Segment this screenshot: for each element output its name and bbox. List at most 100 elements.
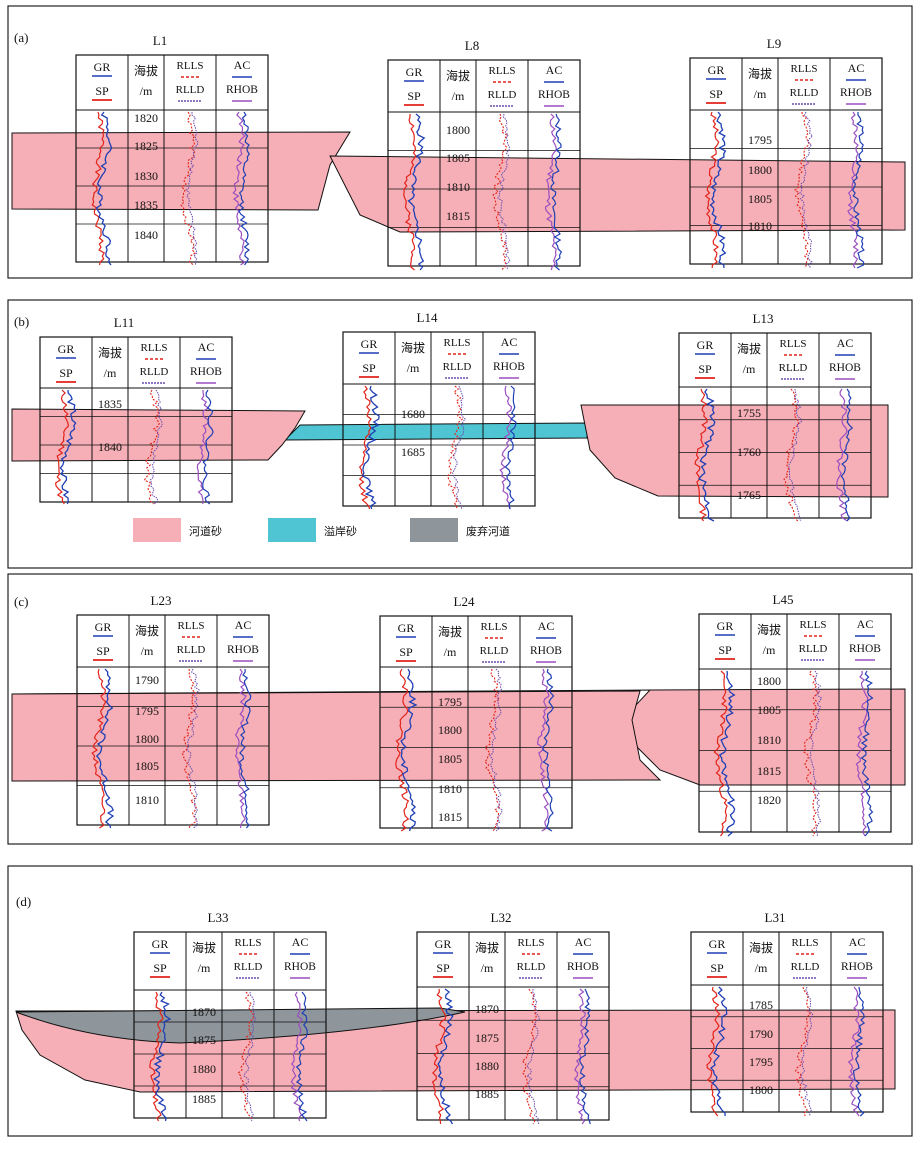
rlls-curve xyxy=(795,986,811,1117)
header-depth-unit: /m xyxy=(755,961,768,975)
gr-curve xyxy=(697,388,716,522)
sp-curve xyxy=(431,988,447,1125)
rlld-curve xyxy=(800,986,814,1117)
ac-curve xyxy=(542,668,555,832)
well-frame xyxy=(342,331,536,507)
ac-curve xyxy=(860,670,874,837)
well-L31: L31GRSP海拔/mRLLSRLLDACRHOB178517901795180… xyxy=(690,910,884,1117)
depth-label: 1820 xyxy=(134,111,158,125)
header-ac: AC xyxy=(234,58,251,72)
header-ac: AC xyxy=(546,63,563,77)
header-gr: GR xyxy=(398,621,415,635)
depth-label: 1835 xyxy=(98,397,122,411)
header-depth: 海拔 xyxy=(757,622,781,637)
sp-curve xyxy=(91,111,106,266)
well-L45: L45GRSP海拔/mRLLSRLLDACRHOB180018051810181… xyxy=(698,592,892,837)
rhob-curve xyxy=(234,668,247,829)
depth-label: 1805 xyxy=(438,752,462,766)
sp-curve xyxy=(713,670,728,837)
depth-label: 1805 xyxy=(135,759,159,773)
header-rlld: RLLD xyxy=(779,362,808,374)
rlld-curve xyxy=(799,111,814,269)
depth-label: 1800 xyxy=(446,123,470,137)
depth-label: 1885 xyxy=(475,1087,499,1101)
gr-curve xyxy=(152,991,172,1122)
header-depth: 海拔 xyxy=(748,66,772,81)
header-gr: GR xyxy=(697,338,714,352)
header-depth: 海拔 xyxy=(401,340,425,355)
rlls-curve xyxy=(794,111,810,269)
depth-label: 1755 xyxy=(737,406,761,420)
depth-label: 1815 xyxy=(757,764,781,778)
header-rlld: RLLD xyxy=(790,87,819,99)
well-frame xyxy=(76,614,270,826)
rlld-curve xyxy=(243,991,257,1122)
panel-frame xyxy=(7,865,913,1137)
depth-label: 1800 xyxy=(757,674,781,688)
header-gr: GR xyxy=(58,342,75,356)
rlls-curve xyxy=(783,388,800,522)
depth-label: 1875 xyxy=(475,1031,499,1045)
well-name: L1 xyxy=(153,33,167,48)
depth-label: 1880 xyxy=(192,1062,216,1076)
header-rlls: RLLS xyxy=(780,338,807,350)
well-name: L13 xyxy=(753,311,774,326)
rlls-curve xyxy=(180,111,196,266)
header-rlls: RLLS xyxy=(235,937,262,949)
header-rhob: RHOB xyxy=(829,362,861,374)
panel-label: (b) xyxy=(14,314,29,329)
header-sp: SP xyxy=(710,961,724,975)
well-name: L8 xyxy=(465,38,479,53)
well-frame xyxy=(690,931,884,1113)
ac-curve xyxy=(202,389,214,505)
rhob-curve xyxy=(544,113,558,271)
sp-curve xyxy=(694,388,708,522)
gr-curve xyxy=(361,385,380,510)
well-L23: L23GRSP海拔/mRLLSRLLDACRHOB179017951800180… xyxy=(76,593,270,829)
rhob-curve xyxy=(196,389,210,505)
header-sp: SP xyxy=(96,644,110,658)
legend-levee-sand-label: 溢岸砂 xyxy=(324,524,357,538)
sp-curve xyxy=(358,385,372,510)
panel-c: (c)L23GRSP海拔/mRLLSRLLDACRHOB179017951800… xyxy=(7,573,913,845)
depth-label: 1880 xyxy=(475,1059,499,1073)
header-rlld: RLLD xyxy=(488,89,517,101)
header-depth-unit: /m xyxy=(452,89,465,103)
channel-sand-body xyxy=(329,155,906,233)
channel-sand-body xyxy=(580,404,889,498)
header-rlld: RLLD xyxy=(176,84,205,96)
header-ac: AC xyxy=(292,935,309,949)
depth-label: 1800 xyxy=(438,723,462,737)
header-rlls: RLLS xyxy=(791,63,818,75)
header-sp: SP xyxy=(407,89,421,103)
header-depth: 海拔 xyxy=(134,63,158,78)
header-rlls: RLLS xyxy=(177,60,204,72)
header-depth: 海拔 xyxy=(192,940,216,955)
header-ac: AC xyxy=(857,617,874,631)
header-gr: GR xyxy=(717,619,734,633)
legend-levee-sand-swatch xyxy=(268,518,316,542)
rhob-curve xyxy=(836,388,848,522)
well-name: L11 xyxy=(114,315,134,330)
depth-label: 1870 xyxy=(192,1005,216,1019)
depth-label: 1800 xyxy=(749,1083,773,1097)
header-gr: GR xyxy=(708,63,725,77)
sp-curve xyxy=(149,991,164,1122)
rlld-curve xyxy=(185,111,199,266)
header-depth: 海拔 xyxy=(135,623,159,638)
depth-label: 1790 xyxy=(749,1027,773,1041)
rlls-curve xyxy=(237,991,254,1122)
header-sp: SP xyxy=(95,84,109,98)
legend-abandoned-channel-swatch xyxy=(410,518,458,542)
sp-curve xyxy=(395,668,410,832)
well-frame xyxy=(416,931,610,1121)
header-depth: 海拔 xyxy=(749,940,773,955)
panel-d: (d)L33GRSP海拔/mRLLSRLLDACRHOB187018751880… xyxy=(7,865,913,1137)
header-rhob: RHOB xyxy=(530,645,562,657)
gr-curve xyxy=(718,670,736,837)
header-ac: AC xyxy=(501,335,518,349)
header-depth: 海拔 xyxy=(446,68,470,83)
depth-label: 1810 xyxy=(438,782,462,796)
